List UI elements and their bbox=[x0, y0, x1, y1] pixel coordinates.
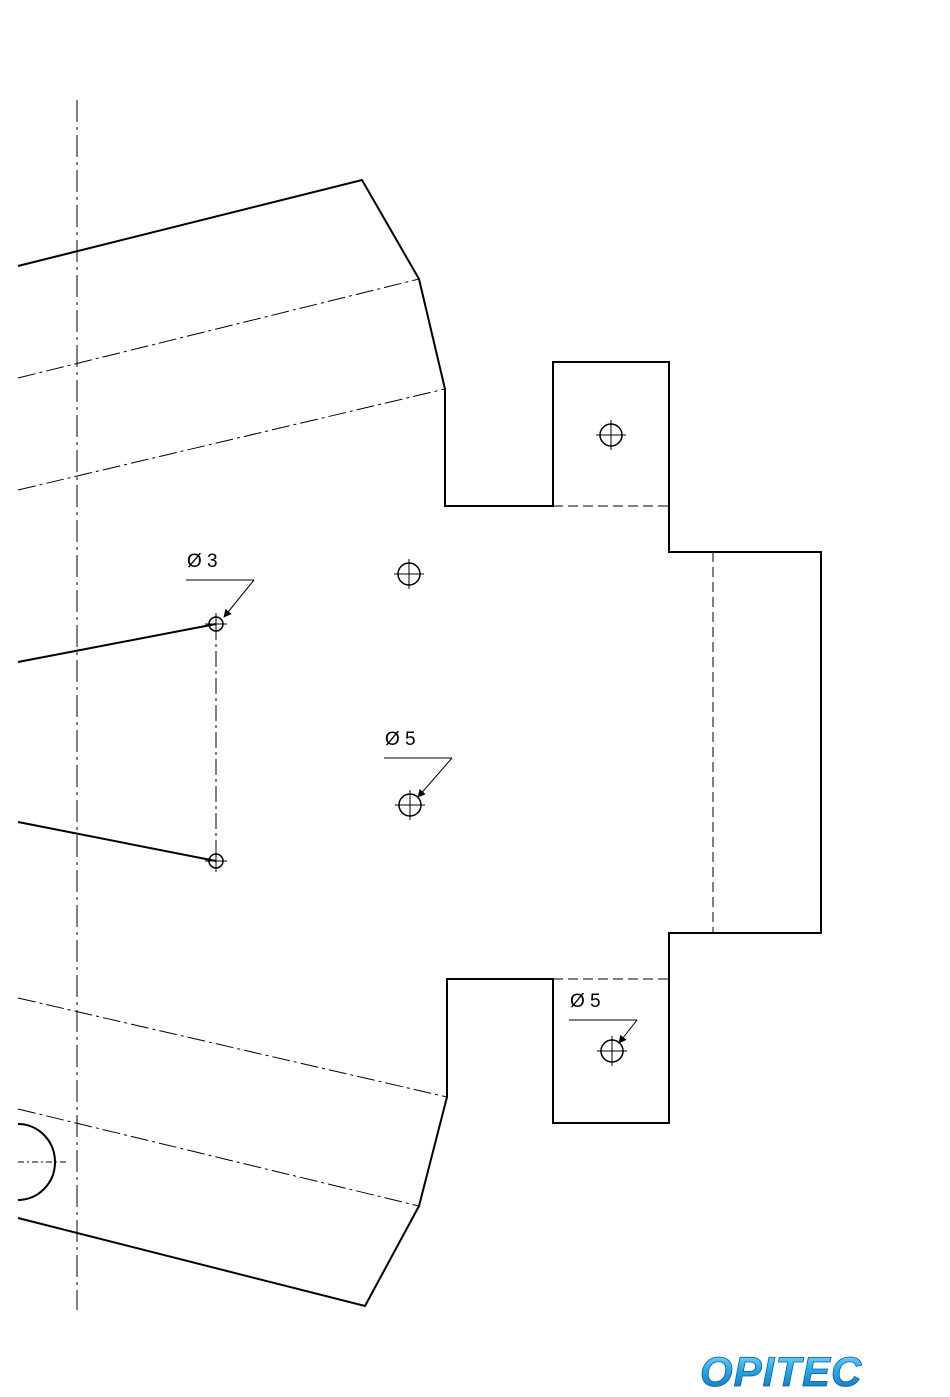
fold-line-lower-1 bbox=[18, 998, 447, 1097]
hole-top-tab bbox=[596, 420, 626, 450]
dim-label-small-hole: Ø 3 bbox=[187, 551, 218, 572]
leader-center-hole bbox=[384, 758, 452, 797]
dim-label-tab-hole: Ø 5 bbox=[570, 991, 601, 1012]
leader-small-hole bbox=[186, 580, 254, 617]
part-outline bbox=[18, 180, 821, 1306]
hole-small-lower bbox=[205, 850, 227, 872]
cut-line-lower bbox=[18, 822, 216, 861]
hole-upper-center bbox=[394, 559, 424, 589]
leader-tab-hole bbox=[569, 1020, 637, 1043]
cut-line-upper bbox=[18, 624, 216, 662]
fold-line-lower-2 bbox=[18, 1109, 419, 1206]
dim-label-center-hole: Ø 5 bbox=[385, 729, 416, 750]
hole-bottom-tab bbox=[597, 1036, 627, 1066]
logo-text: OPITEC bbox=[700, 1349, 862, 1391]
fold-line-upper-1 bbox=[18, 279, 419, 378]
hole-small-upper bbox=[205, 613, 227, 635]
fold-line-upper-2 bbox=[18, 389, 445, 490]
opitec-logo: OPITEC bbox=[698, 1349, 913, 1391]
